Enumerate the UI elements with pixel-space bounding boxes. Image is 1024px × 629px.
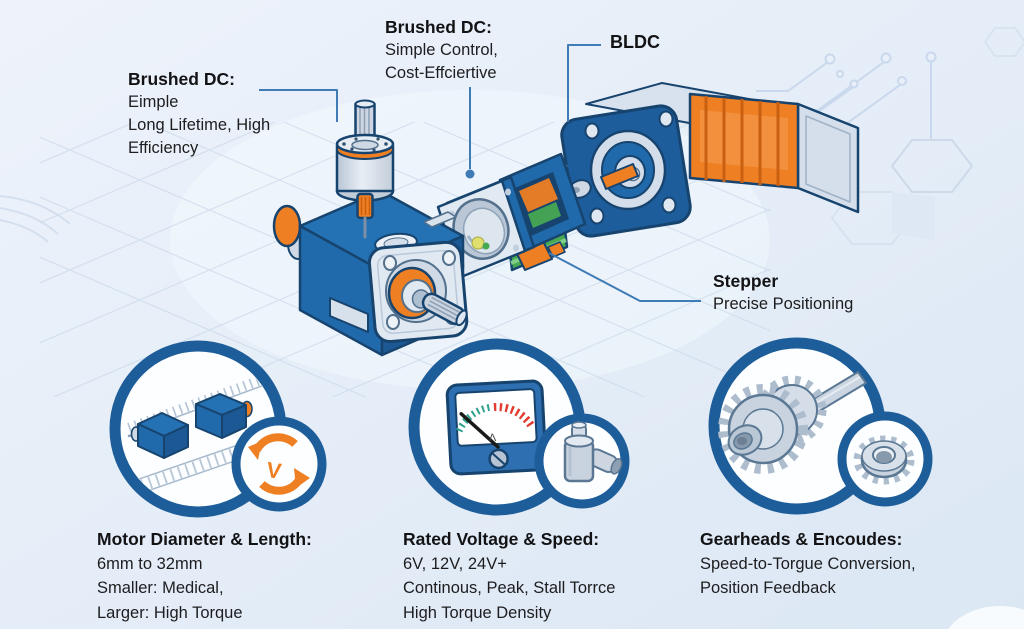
callout-line: Efficiency — [128, 139, 199, 157]
feature-title: Motor Diameter & Length: — [97, 529, 312, 549]
feature-line: 6V, 12V, 24V+ — [403, 554, 507, 573]
feature-line: Smaller: Medical, — [97, 579, 224, 597]
small-brushed-motor — [335, 99, 395, 239]
callout-brushed-dc-top: Brushed DC: Simple Control, Cost-Effcier… — [385, 16, 498, 85]
callout-brushed-dc-left: Brushed DC: Eimple Long Lifetime, High E… — [128, 68, 270, 160]
feature-text-voltage-speed: Rated Voltage & Speed: 6V, 12V, 24V+ Con… — [403, 527, 615, 625]
feature-line: Continous, Peak, Stall Torrce — [403, 579, 616, 597]
feature-title: Gearheads & Encoudes: — [700, 529, 903, 549]
callout-line: Long Lifetime, High — [128, 116, 271, 134]
screw-hole — [386, 314, 400, 330]
callout-line: Eimple — [128, 93, 179, 111]
analog-gauge-icon: Λ — [445, 379, 548, 476]
callout-bldc: BLDC — [610, 31, 660, 54]
mini-motor-large — [195, 393, 253, 439]
voltage-v-label: V — [265, 457, 283, 484]
feature-line: High Torque Density — [403, 603, 552, 622]
callout-line: Cost-Effciertive — [385, 64, 497, 82]
connector-stepper — [548, 252, 701, 302]
gauge-needle — [459, 412, 500, 449]
callout-line: Simple Control, — [385, 41, 498, 59]
feature-text-motor-size: Motor Diameter & Length: 6mm to 32mm Sma… — [97, 527, 312, 625]
bldc-stepper-motor — [560, 82, 860, 238]
brushed-dc-gearmotor — [272, 189, 469, 357]
feature-text-gearheads: Gearheads & Encoudes: Speed-to-Torgue Co… — [700, 527, 916, 601]
callout-connectors — [259, 44, 701, 302]
screw-hole — [661, 196, 677, 214]
screw-hole — [589, 207, 605, 225]
gearhead-shaft-icon — [718, 371, 867, 474]
bottom-right-arc — [948, 606, 1024, 629]
rear-cap — [272, 204, 302, 248]
callout-title: Brushed DC: — [385, 17, 492, 37]
screw-hole — [442, 250, 456, 266]
callout-line: Precise Positioning — [713, 295, 854, 313]
screw-hole — [658, 110, 674, 128]
gauge-glyph: Λ — [489, 432, 498, 444]
feature-line: Larger: High Torque — [97, 603, 243, 622]
mini-gray-motor-icon — [563, 421, 623, 483]
feature-icon-motor-size: V — [109, 340, 327, 518]
callout-title: Stepper — [713, 271, 779, 291]
screw-hole — [383, 255, 397, 271]
splined-output-shaft — [421, 292, 468, 327]
feature-icon-voltmeter: Λ — [408, 338, 630, 516]
screw-hole — [584, 122, 600, 140]
connector-bldc — [567, 44, 601, 122]
callout-stepper: Stepper Precise Positioning — [713, 270, 853, 316]
rotation-arrows-icon: V — [248, 433, 310, 495]
feature-title: Rated Voltage & Speed: — [403, 529, 600, 549]
callout-title: Brushed DC: — [128, 69, 235, 89]
connector-brushed-dc-left — [259, 89, 338, 122]
feature-line: Speed-to-Torgue Conversion, — [700, 554, 916, 573]
side-tab — [329, 297, 369, 333]
circuit-traces — [0, 51, 937, 243]
mini-motor-small — [127, 412, 189, 459]
feature-line: Position Feedback — [700, 579, 836, 597]
feature-icon-gearhead — [708, 337, 933, 515]
feature-line: 6mm to 32mm — [97, 554, 203, 573]
callout-title: BLDC — [610, 32, 660, 52]
motor-shaft — [600, 163, 639, 190]
hexagon-decor — [830, 27, 1024, 245]
single-gear-icon — [853, 435, 915, 485]
